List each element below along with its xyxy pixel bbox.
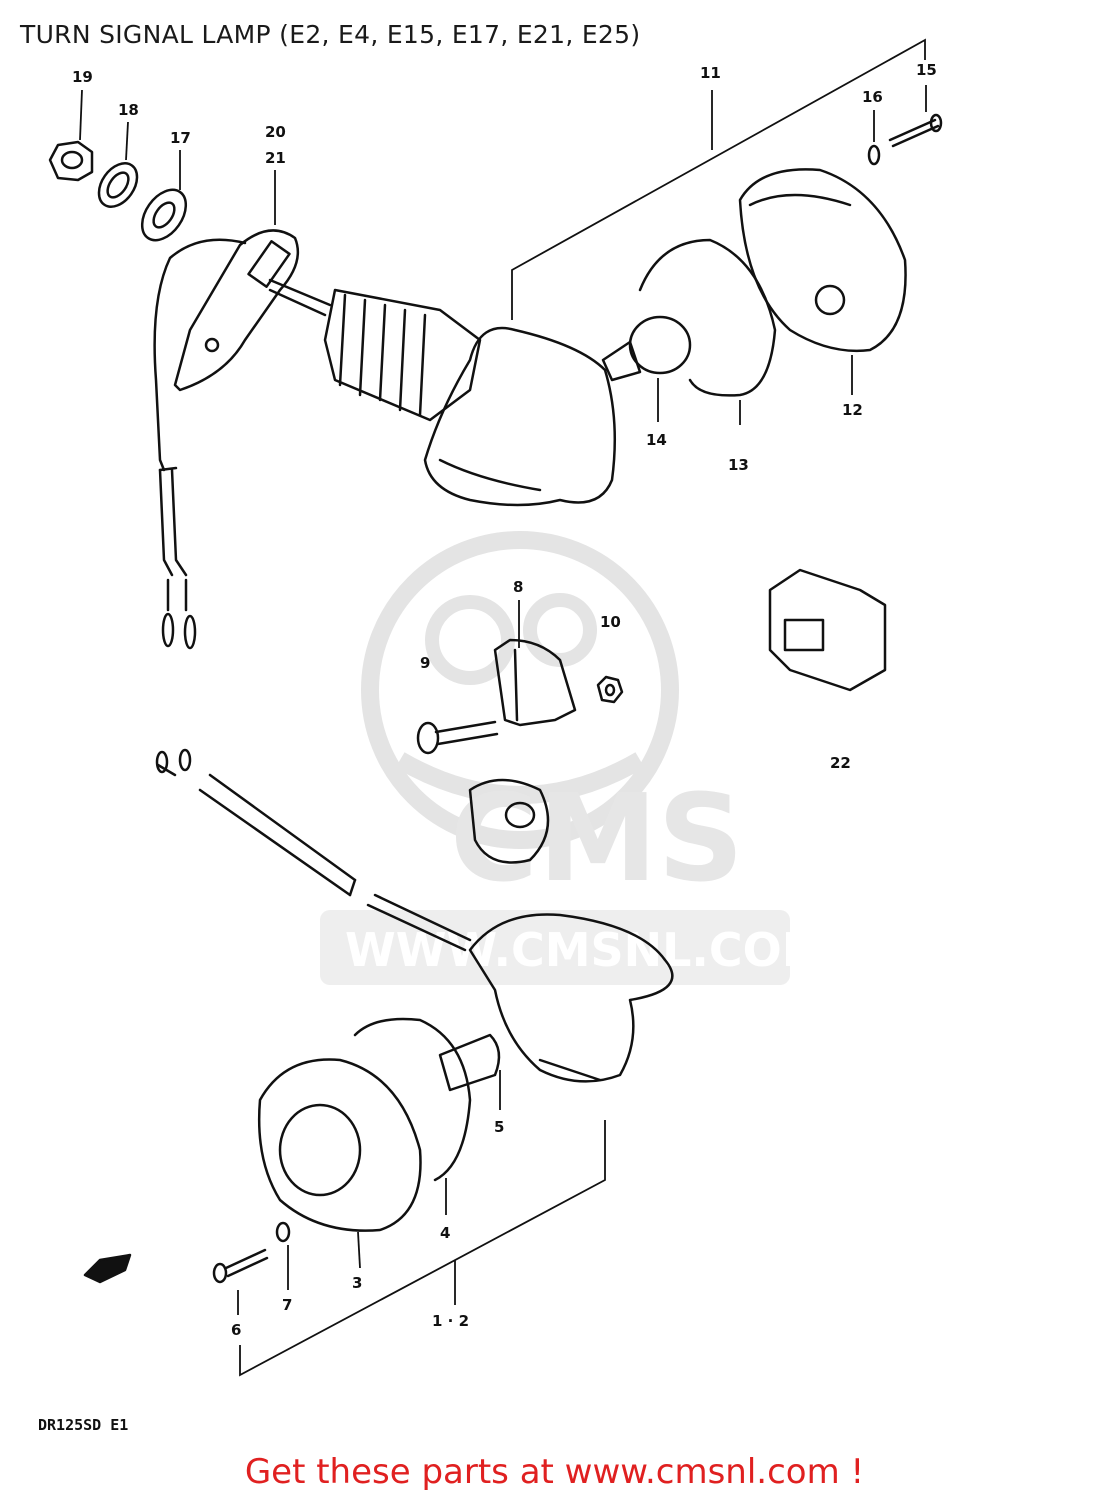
bolt-9 xyxy=(416,720,499,755)
lens-12 xyxy=(738,168,907,353)
gasket-13 xyxy=(638,238,777,397)
washer-7 xyxy=(275,1221,291,1243)
callout-4: 4 xyxy=(440,1224,450,1242)
gasket-4 xyxy=(353,1017,472,1182)
washer-17 xyxy=(140,188,188,242)
bracket-20-21 xyxy=(173,229,332,392)
callout-9: 9 xyxy=(420,654,430,672)
wire-lower xyxy=(155,748,472,952)
wire-upper xyxy=(153,238,247,650)
callout-12: 12 xyxy=(842,401,863,419)
callout-10: 10 xyxy=(600,613,621,631)
bulb-5 xyxy=(438,1033,501,1092)
lamp-housing-lower xyxy=(468,913,674,1083)
callout-6: 6 xyxy=(231,1321,241,1339)
callout-13: 13 xyxy=(728,456,749,474)
lens-3 xyxy=(257,1058,422,1232)
watermark-url: WWW.CMSNL.COM xyxy=(345,923,828,977)
callout-20: 20 xyxy=(265,123,286,141)
relay-22 xyxy=(768,568,887,692)
screw-15 xyxy=(888,113,943,148)
callout-7: 7 xyxy=(282,1296,292,1314)
callout-18: 18 xyxy=(118,101,139,119)
bulb-14 xyxy=(601,315,692,382)
callout-8: 8 xyxy=(513,578,523,596)
callout-5: 5 xyxy=(494,1118,504,1136)
page-title: TURN SIGNAL LAMP (E2, E4, E15, E17, E21,… xyxy=(20,20,641,49)
callout-11: 11 xyxy=(700,64,721,82)
callout-3: 3 xyxy=(352,1274,362,1292)
callout-14: 14 xyxy=(646,431,667,449)
callout-22: 22 xyxy=(830,754,851,772)
footer-parts-link[interactable]: Get these parts at www.cmsnl.com ! xyxy=(244,1452,865,1492)
callout-21: 21 xyxy=(265,149,286,167)
rubber-boot xyxy=(323,288,482,422)
callout-16: 16 xyxy=(862,88,883,106)
nut-19 xyxy=(48,140,94,182)
clamp-8 xyxy=(493,638,577,727)
leader-lines xyxy=(79,38,927,1377)
bracket-lower xyxy=(468,778,550,864)
lock-washer-18 xyxy=(97,162,139,208)
nut-10 xyxy=(596,675,624,704)
lamp-housing-11 xyxy=(423,326,617,507)
callout-17: 17 xyxy=(170,129,191,147)
screw-6 xyxy=(212,1248,269,1284)
watermark-brand: CMS xyxy=(450,770,744,909)
front-arrow-icon xyxy=(83,1253,132,1284)
callout-19: 19 xyxy=(72,68,93,86)
callout-1-2: 1 · 2 xyxy=(432,1312,469,1330)
drawing-code: DR125SD E1 xyxy=(38,1416,128,1434)
washer-16 xyxy=(867,144,881,166)
callout-15: 15 xyxy=(916,61,937,79)
